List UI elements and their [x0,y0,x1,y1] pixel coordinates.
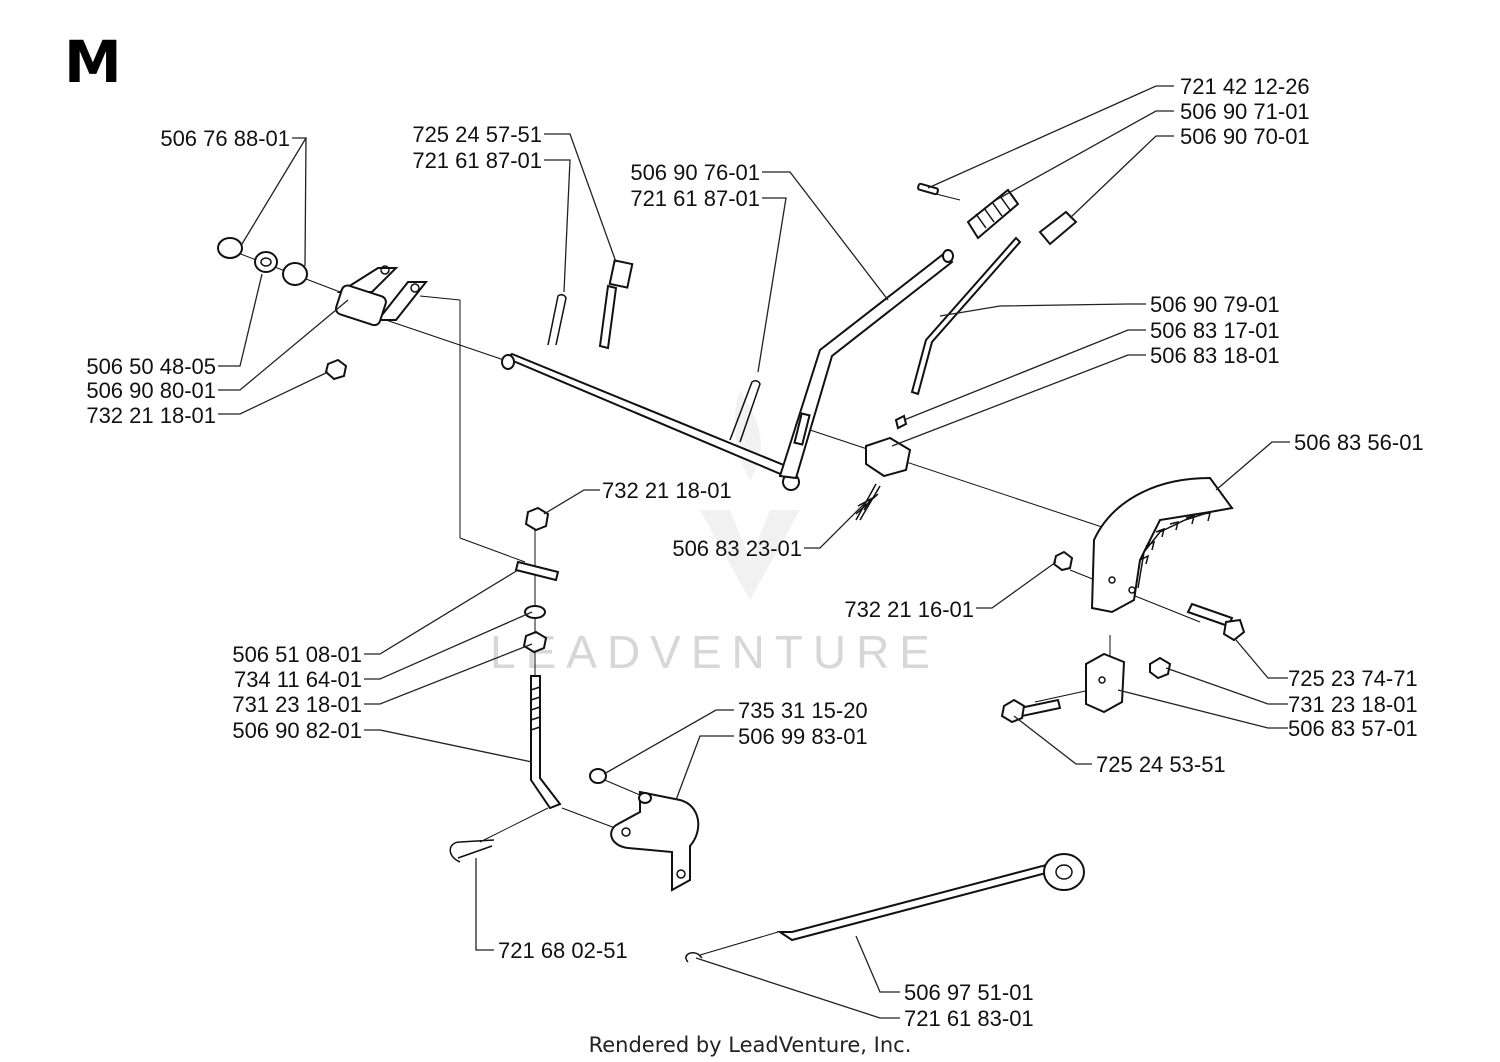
watermark-text: LEADVENTURE [490,626,940,678]
callout-label: 721 61 87-01 [412,148,542,173]
callout-label: 731 23 18-01 [1288,692,1418,717]
callout-label: 506 90 80-01 [86,378,216,403]
callout-label: 506 83 17-01 [1150,318,1280,343]
callout-label: 506 83 23-01 [672,536,802,561]
callout-label: 721 61 87-01 [630,186,760,211]
callout-label: 506 90 79-01 [1150,292,1280,317]
callout-label: 506 99 83-01 [738,724,868,749]
leader-lines [218,85,1290,1019]
callout-label: 721 61 83-01 [904,1006,1034,1031]
callout-label: 732 21 16-01 [844,597,974,622]
callout-label: 506 83 57-01 [1288,716,1418,741]
callout-label: 506 76 88-01 [160,126,290,151]
callout-label: 731 23 18-01 [232,692,362,717]
callout-label: 506 90 70-01 [1180,124,1310,149]
callout-label: 506 90 71-01 [1180,99,1310,124]
callout-label: 732 21 18-01 [602,478,732,503]
callout-label: 725 23 74-71 [1288,666,1418,691]
callout-label: 721 42 12-26 [1180,74,1310,99]
callout-label: 506 90 76-01 [630,160,760,185]
callout-label: 506 83 56-01 [1294,430,1424,455]
callout-labels: 506 76 88-01 506 50 48-05 506 90 80-01 7… [86,74,1423,1031]
callout-label: 506 90 82-01 [232,718,362,743]
callout-label: 721 68 02-51 [498,938,628,963]
callout-label: 725 24 57-51 [412,122,542,147]
callout-label: 734 11 64-01 [234,667,362,692]
callout-label: 506 83 18-01 [1150,343,1280,368]
callout-label: 506 50 48-05 [86,354,216,379]
footer-credit: Rendered by LeadVenture, Inc. [589,1033,912,1057]
callout-label: 506 97 51-01 [904,980,1034,1005]
parts-drawing [217,182,1246,963]
callout-label: 725 24 53-51 [1096,752,1226,777]
callout-label: 732 21 18-01 [86,403,216,428]
section-letter: M [64,28,122,96]
callout-label: 735 31 15-20 [738,698,868,723]
callout-label: 506 51 08-01 [232,642,362,667]
